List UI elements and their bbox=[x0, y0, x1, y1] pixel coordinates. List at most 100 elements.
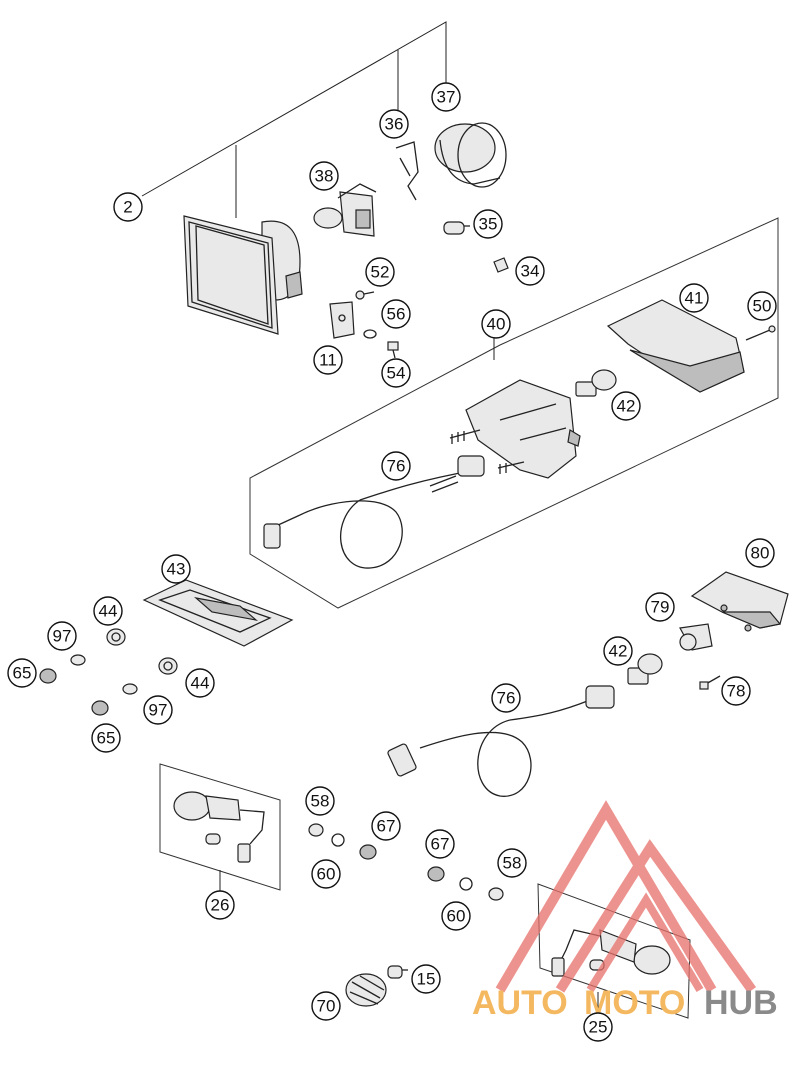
callout-44-bottom: 44 bbox=[185, 668, 215, 698]
svg-text:42: 42 bbox=[609, 642, 628, 661]
rear-light-right bbox=[387, 571, 789, 797]
middle-hardware bbox=[308, 823, 504, 901]
callout-65-bottom: 65 bbox=[91, 723, 121, 753]
callout-58-left: 58 bbox=[305, 786, 335, 816]
callout-42-bottom: 42 bbox=[603, 636, 633, 666]
washer-56 bbox=[363, 329, 377, 339]
svg-text:44: 44 bbox=[99, 602, 118, 621]
svg-text:60: 60 bbox=[447, 907, 466, 926]
callout-97-top: 97 bbox=[47, 621, 77, 651]
watermark-logo bbox=[495, 800, 757, 993]
spring-clip bbox=[395, 141, 419, 201]
svg-text:58: 58 bbox=[311, 792, 330, 811]
callout-76-bottom: 76 bbox=[491, 683, 521, 713]
taillight-lens bbox=[606, 299, 745, 393]
taillight-group bbox=[249, 217, 779, 609]
callout-67-right: 67 bbox=[425, 829, 455, 859]
svg-text:65: 65 bbox=[97, 729, 116, 748]
callout-26: 26 bbox=[205, 890, 235, 920]
svg-text:70: 70 bbox=[317, 997, 336, 1016]
callout-25: 25 bbox=[583, 1012, 613, 1042]
svg-text:79: 79 bbox=[651, 598, 670, 617]
svg-text:97: 97 bbox=[149, 701, 168, 720]
callout-60-left: 60 bbox=[311, 859, 341, 889]
headlight-group bbox=[141, 21, 509, 359]
svg-text:40: 40 bbox=[487, 315, 506, 334]
svg-text:11: 11 bbox=[319, 351, 337, 370]
svg-text:54: 54 bbox=[387, 364, 406, 383]
svg-text:60: 60 bbox=[317, 865, 336, 884]
screw-54 bbox=[387, 341, 399, 359]
svg-text:58: 58 bbox=[503, 854, 522, 873]
callout-56: 56 bbox=[381, 299, 411, 329]
svg-text:67: 67 bbox=[377, 817, 396, 836]
callout-41: 41 bbox=[679, 283, 709, 313]
signal-bulb bbox=[387, 965, 408, 979]
callout-2: 2 bbox=[113, 192, 143, 222]
callout-52: 52 bbox=[365, 257, 395, 287]
svg-text:36: 36 bbox=[385, 115, 404, 134]
svg-text:44: 44 bbox=[191, 674, 210, 693]
taillight-holder bbox=[449, 379, 581, 479]
watermark-auto: AUTO bbox=[472, 984, 568, 1022]
svg-text:25: 25 bbox=[589, 1018, 608, 1037]
svg-text:76: 76 bbox=[497, 689, 516, 708]
svg-text:34: 34 bbox=[521, 262, 540, 281]
callout-15: 15 bbox=[411, 964, 441, 994]
callout-38: 38 bbox=[309, 161, 339, 191]
callout-43: 43 bbox=[161, 554, 191, 584]
svg-text:42: 42 bbox=[617, 397, 636, 416]
svg-text:78: 78 bbox=[727, 682, 746, 701]
taillight-cable bbox=[263, 455, 485, 569]
callout-65-top: 65 bbox=[7, 658, 37, 688]
parking-bulb bbox=[443, 221, 470, 235]
callout-60-right: 60 bbox=[441, 901, 471, 931]
svg-text:80: 80 bbox=[751, 544, 770, 563]
taillight-bulb bbox=[575, 369, 617, 397]
svg-text:35: 35 bbox=[479, 215, 498, 234]
turn-signal-front bbox=[159, 763, 281, 892]
svg-text:65: 65 bbox=[13, 664, 32, 683]
callout-76-top: 76 bbox=[381, 451, 411, 481]
svg-text:56: 56 bbox=[387, 305, 406, 324]
callout-54: 54 bbox=[381, 358, 411, 388]
headlight-ring bbox=[434, 122, 507, 188]
svg-text:15: 15 bbox=[417, 970, 436, 989]
svg-text:97: 97 bbox=[53, 627, 72, 646]
bulb-socket bbox=[493, 257, 509, 273]
headlight-bracket bbox=[329, 301, 355, 339]
svg-text:41: 41 bbox=[685, 289, 704, 308]
svg-text:37: 37 bbox=[437, 88, 456, 107]
reflector-plate bbox=[142, 579, 294, 647]
callout-78: 78 bbox=[721, 676, 751, 706]
watermark-hub: HUB bbox=[704, 984, 778, 1022]
svg-text:76: 76 bbox=[387, 457, 406, 476]
taillight-frame bbox=[249, 217, 779, 609]
callout-70: 70 bbox=[311, 991, 341, 1021]
headlight-housing bbox=[183, 215, 303, 335]
callout-35: 35 bbox=[473, 209, 503, 239]
callout-40: 40 bbox=[481, 309, 511, 339]
svg-text:38: 38 bbox=[315, 167, 334, 186]
watermark-text: AUTO MOTO HUB bbox=[472, 984, 778, 1022]
callout-layer: 2 36 37 38 35 34 52 56 11 54 40 41 50 42… bbox=[7, 82, 777, 1042]
callout-34: 34 bbox=[515, 256, 545, 286]
headlight-bulb bbox=[313, 183, 377, 237]
signal-lens bbox=[345, 973, 387, 1007]
svg-text:52: 52 bbox=[371, 263, 390, 282]
callout-36: 36 bbox=[379, 109, 409, 139]
screw-52 bbox=[355, 290, 375, 300]
callout-79: 79 bbox=[645, 592, 675, 622]
callout-80: 80 bbox=[745, 538, 775, 568]
left-hardware bbox=[39, 628, 178, 716]
callout-97-bottom: 97 bbox=[143, 695, 173, 725]
svg-text:2: 2 bbox=[123, 198, 132, 217]
svg-text:67: 67 bbox=[431, 835, 450, 854]
screw-50 bbox=[745, 329, 771, 341]
callout-37: 37 bbox=[431, 82, 461, 112]
callout-44-top: 44 bbox=[93, 596, 123, 626]
callout-11: 11 bbox=[313, 345, 343, 375]
callout-50: 50 bbox=[747, 291, 777, 321]
svg-text:50: 50 bbox=[753, 297, 772, 316]
